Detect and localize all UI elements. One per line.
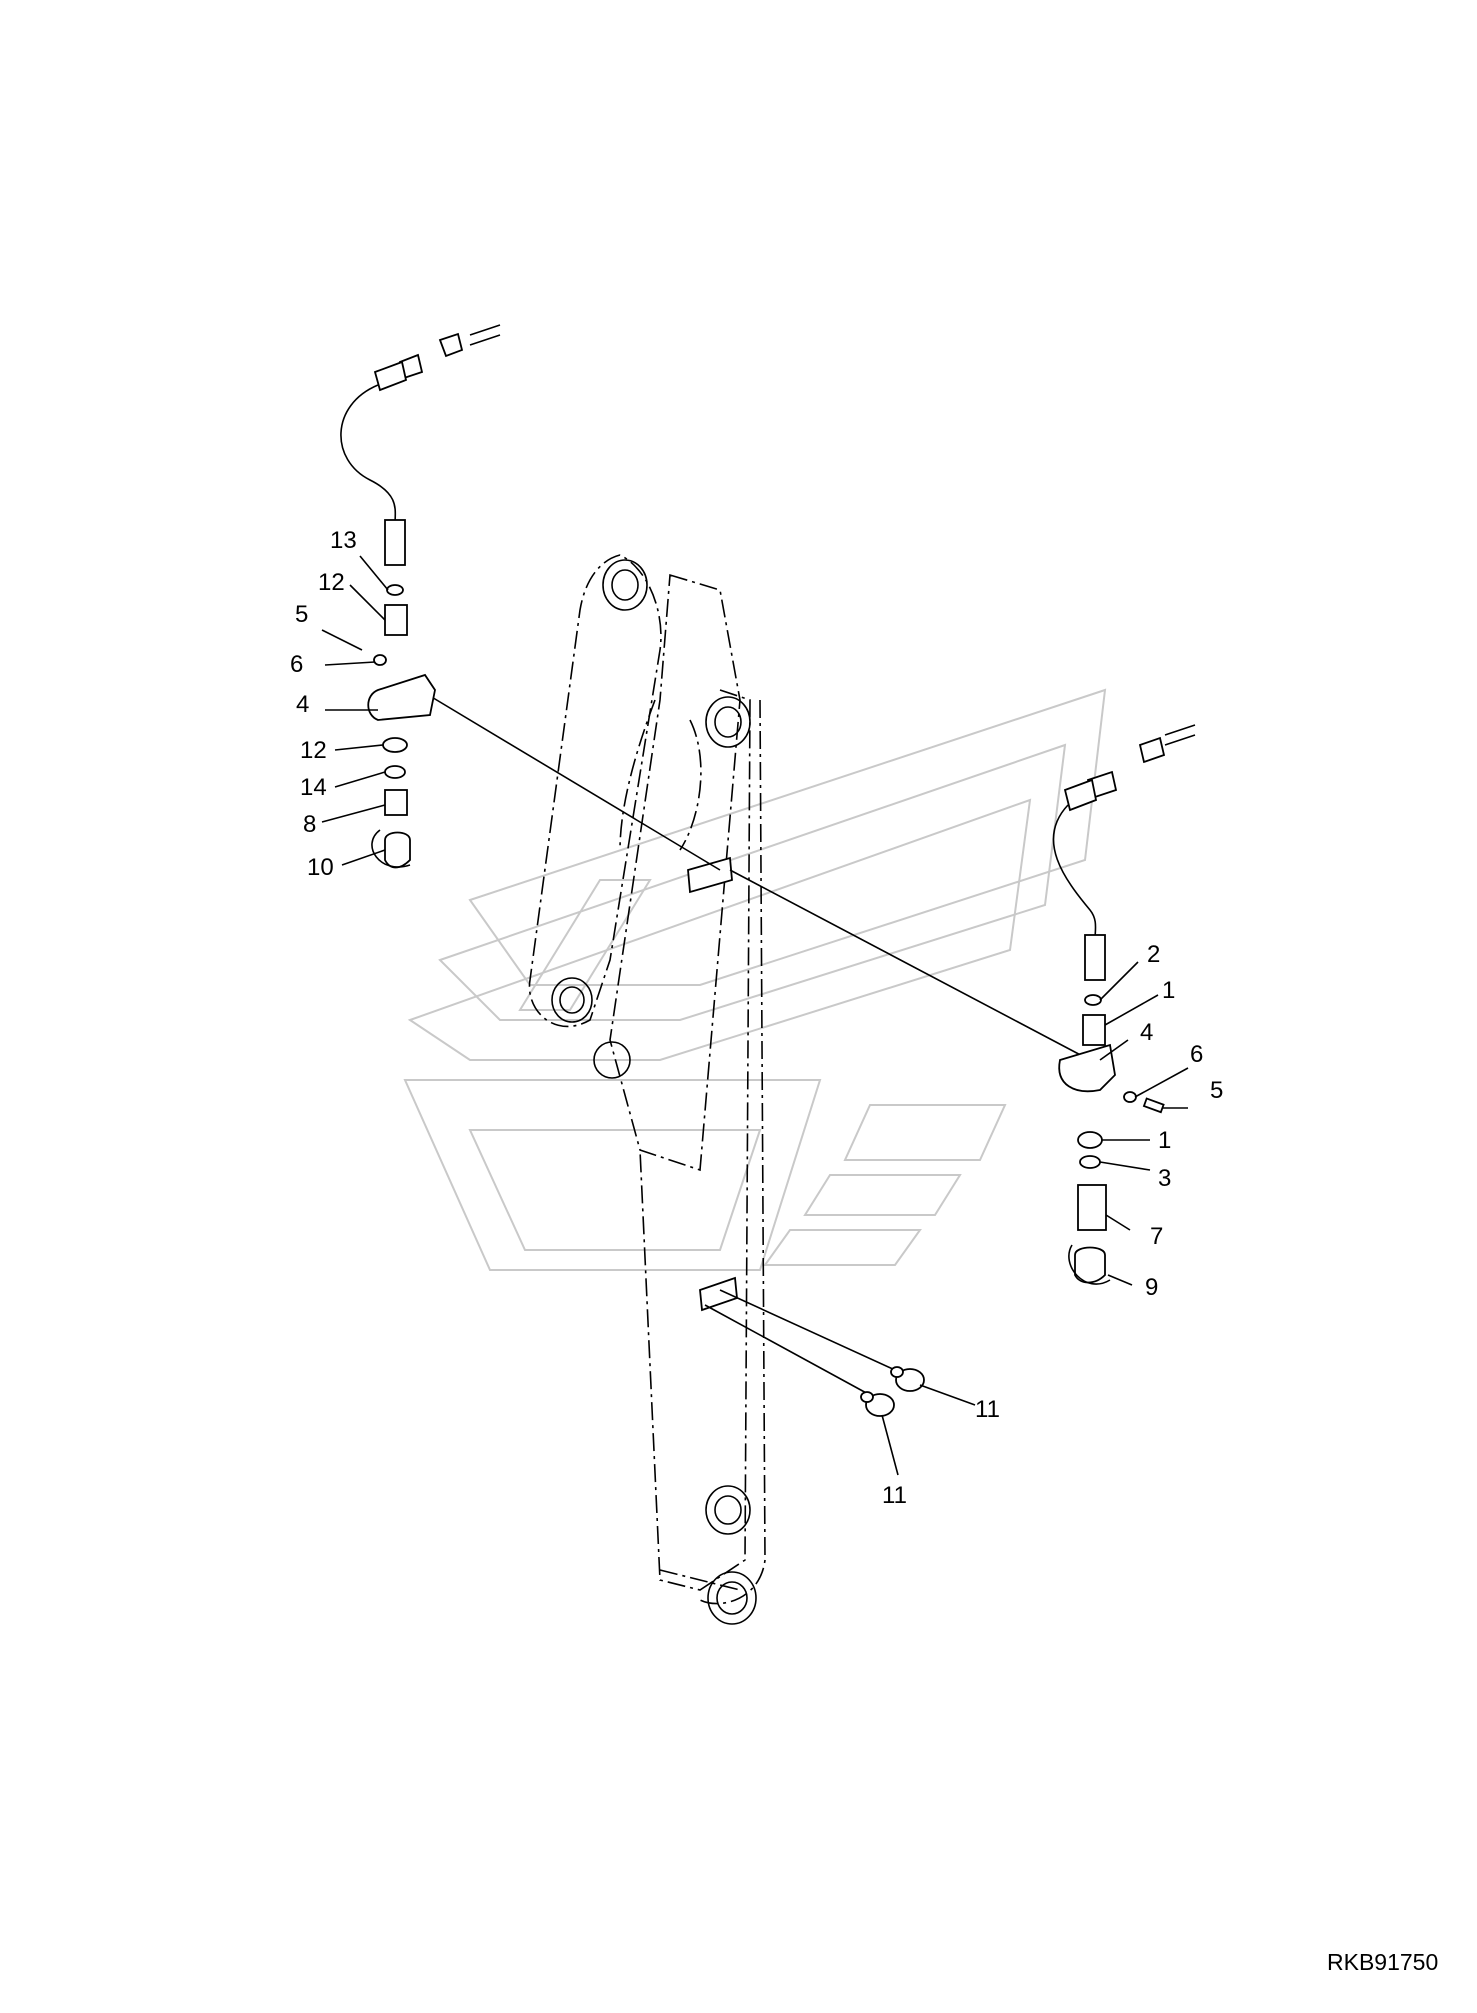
grommets	[860, 1366, 925, 1417]
callout-3: 3	[1158, 1165, 1171, 1192]
callout-5-right: 5	[1210, 1077, 1223, 1104]
callout-12-lower: 12	[300, 737, 327, 764]
callout-numbers-left: 13 12 5 6 4 12 14 8 10	[290, 527, 357, 881]
callout-5-left: 5	[295, 601, 308, 628]
leader-lines	[419, 689, 1091, 1396]
callout-4-left: 4	[296, 691, 309, 718]
callout-11-lower: 11	[882, 1482, 907, 1509]
callout-4-right: 4	[1140, 1019, 1153, 1046]
callout-1-upper: 1	[1162, 977, 1175, 1004]
drawing-code: RKB91750	[1327, 1949, 1438, 1975]
callout-numbers-right: 2 1 4 6 5 1 3 7 9	[1140, 941, 1223, 1301]
callout-9: 9	[1145, 1274, 1158, 1301]
callout-6-left: 6	[290, 651, 303, 678]
callout-numbers-bottom: 11 11	[882, 1396, 1000, 1509]
callout-12-upper: 12	[318, 569, 345, 596]
callout-2: 2	[1147, 941, 1160, 968]
right-sensor-assembly	[1052, 724, 1196, 1285]
watermark-logo	[403, 688, 1107, 1271]
callout-11-right: 11	[975, 1396, 1000, 1423]
callout-8: 8	[303, 811, 316, 838]
callout-6-right: 6	[1190, 1041, 1203, 1068]
arm-outline	[528, 554, 766, 1625]
callout-10: 10	[307, 854, 334, 881]
callout-1-lower: 1	[1158, 1127, 1171, 1154]
callout-14: 14	[300, 774, 327, 801]
callout-7: 7	[1150, 1223, 1163, 1250]
callout-13: 13	[330, 527, 357, 554]
left-sensor-assembly	[340, 324, 501, 869]
callout-leaders	[321, 555, 1189, 1476]
